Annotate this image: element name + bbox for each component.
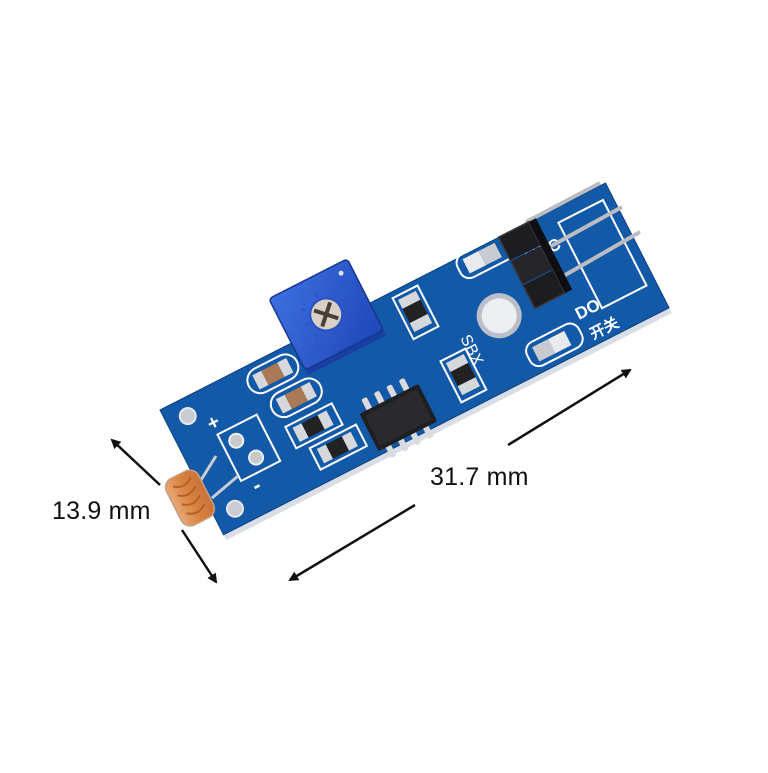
width-dimension-label: 13.9 mm xyxy=(52,497,151,525)
mounting-hole xyxy=(178,407,197,426)
comparator-chip xyxy=(360,378,437,458)
width-dimension-arrow xyxy=(110,438,218,584)
switch-led xyxy=(525,322,584,368)
photoresistor xyxy=(164,455,239,527)
mounting-hole xyxy=(225,499,244,518)
ldr-pad xyxy=(248,449,265,466)
pin-header xyxy=(497,181,641,310)
length-dimension-label: 31.7 mm xyxy=(430,463,529,491)
pin-gnd xyxy=(543,205,623,252)
resistor xyxy=(439,347,488,404)
potentiometer xyxy=(269,259,387,376)
pin-vcc xyxy=(525,181,601,224)
pin-do xyxy=(559,230,641,280)
capacitor xyxy=(246,353,300,395)
mounting-hole-large xyxy=(476,293,522,339)
pcb-board xyxy=(160,183,670,535)
resistor xyxy=(308,423,369,471)
length-dimension-arrow xyxy=(288,368,632,582)
resistor xyxy=(391,284,440,341)
capacitor xyxy=(269,377,323,419)
resistor xyxy=(284,401,344,450)
ldr-pad xyxy=(228,432,245,449)
